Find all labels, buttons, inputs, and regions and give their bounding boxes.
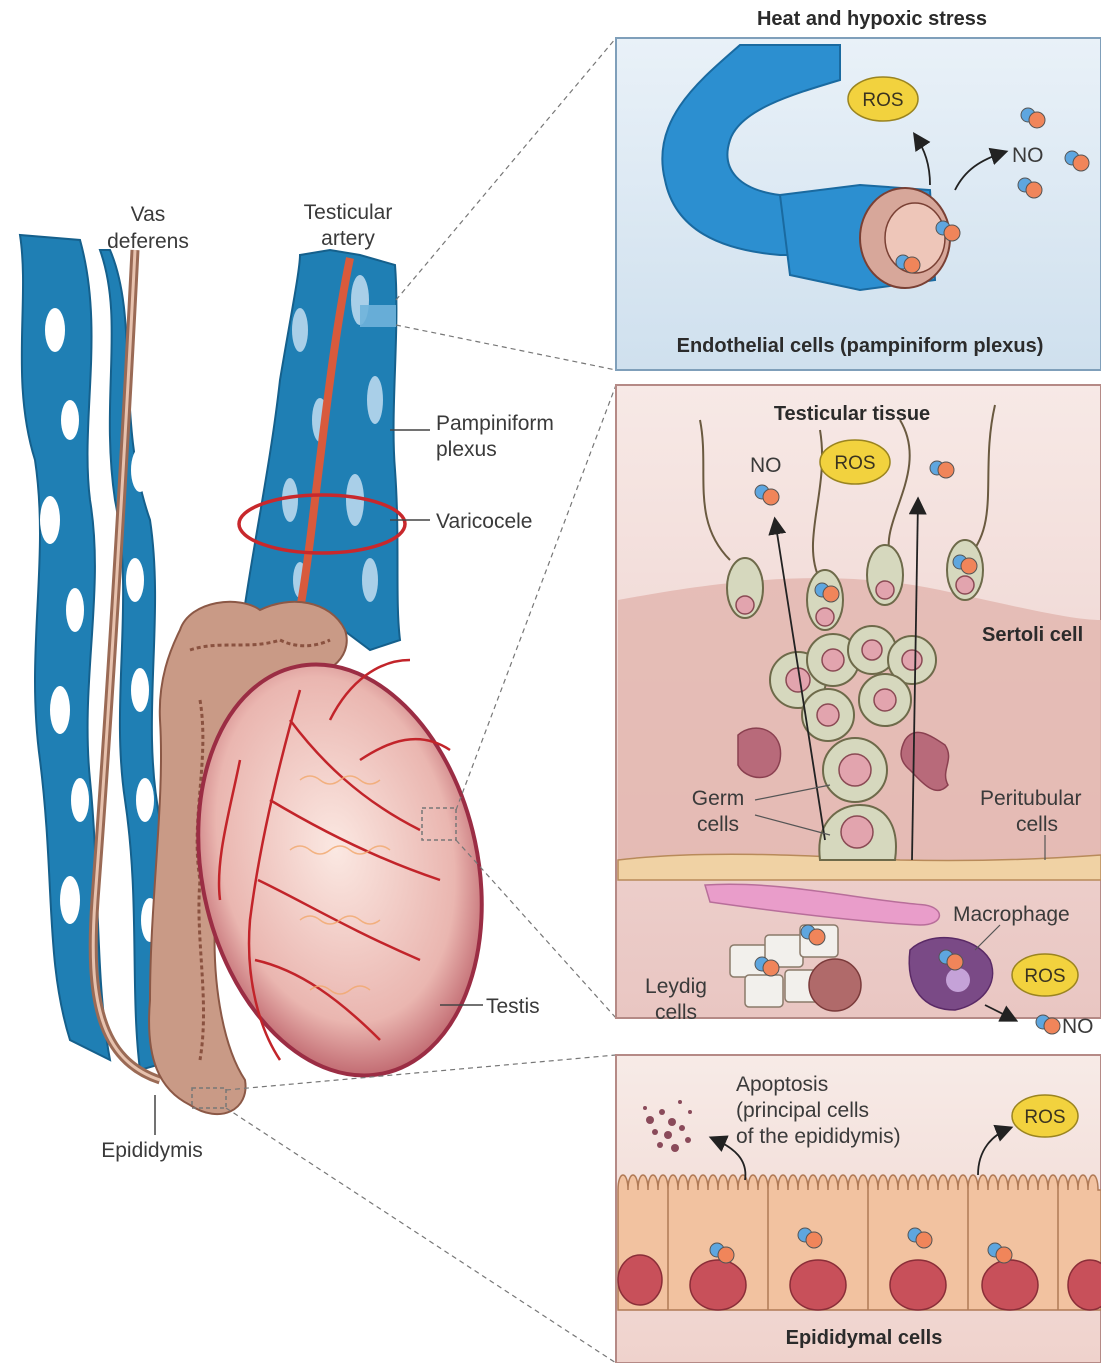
panel2-ros2: ROS bbox=[1024, 966, 1065, 987]
panel2-germ-line2: cells bbox=[697, 813, 739, 836]
panel1-caption: Endothelial cells (pampiniform plexus) bbox=[677, 335, 1044, 357]
panel2-sertoli: Sertoli cell bbox=[982, 624, 1083, 646]
label-vas-deferens-line2: deferens bbox=[107, 230, 189, 253]
pampiniform-plexus bbox=[240, 250, 400, 650]
panel2-peritubular-line1: Peritubular bbox=[980, 787, 1082, 810]
panel2-peritubular-line2: cells bbox=[1016, 813, 1058, 836]
panel2-title: Testicular tissue bbox=[774, 403, 930, 425]
panel1-header: Heat and hypoxic stress bbox=[757, 8, 987, 30]
panel3-ros: ROS bbox=[1024, 1107, 1065, 1128]
label-pampiniform-line1: Pampiniform bbox=[436, 412, 554, 435]
panel1-no: NO bbox=[1012, 144, 1044, 167]
panel3-caption: Epididymal cells bbox=[786, 1327, 943, 1349]
label-testicular-artery-line2: artery bbox=[321, 227, 375, 250]
panel2-no2: NO bbox=[1062, 1015, 1094, 1038]
label-pampiniform-line2: plexus bbox=[436, 438, 497, 461]
panel3-apoptosis-line1: Apoptosis bbox=[736, 1073, 828, 1096]
panel2-leydig-line2: cells bbox=[655, 1001, 697, 1024]
label-testicular-artery-line1: Testicular bbox=[304, 201, 393, 224]
panel3-apoptosis-line3: of the epididymis) bbox=[736, 1125, 901, 1148]
panel2-ros: ROS bbox=[834, 453, 875, 474]
panel2-germ-line1: Germ bbox=[692, 787, 745, 810]
panel2-macrophage: Macrophage bbox=[953, 903, 1070, 926]
panel2-leydig-line1: Leydig bbox=[645, 975, 707, 998]
panel1-ros: ROS bbox=[862, 90, 903, 111]
label-epididymis: Epididymis bbox=[101, 1139, 203, 1162]
label-testis: Testis bbox=[486, 995, 540, 1018]
panel2-no: NO bbox=[750, 454, 782, 477]
label-vas-deferens-line1: Vas bbox=[131, 203, 166, 226]
label-varicocele: Varicocele bbox=[436, 510, 533, 533]
panel3-apoptosis-line2: (principal cells bbox=[736, 1099, 869, 1122]
